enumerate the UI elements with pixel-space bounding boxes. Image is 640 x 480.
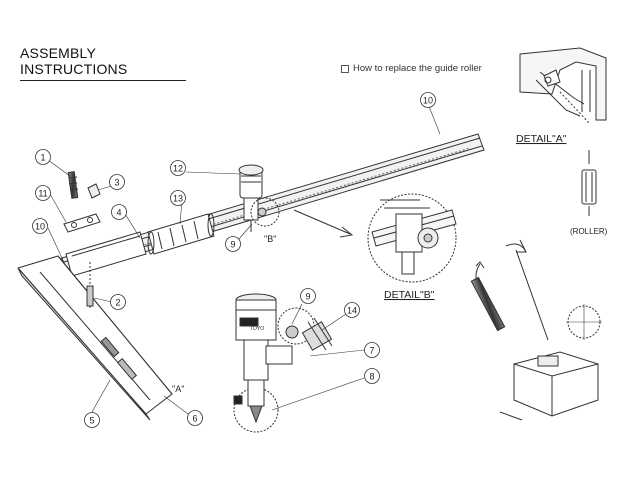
callout-3: 3 <box>109 174 125 190</box>
cutter-head-small <box>238 164 280 232</box>
checkbox-square-icon <box>341 64 349 73</box>
detail-a-drawing <box>519 47 607 125</box>
detail-a-label: DETAIL"A" <box>516 133 567 145</box>
svg-text:11: 11 <box>38 189 47 199</box>
screw-1 <box>67 171 79 199</box>
svg-text:10: 10 <box>35 222 45 232</box>
svg-text:3: 3 <box>114 178 119 188</box>
roller-replacement-steps <box>470 239 602 421</box>
guide-ruler <box>17 255 173 421</box>
callout-9-bottom: 9 <box>300 288 316 304</box>
svg-text:7: 7 <box>369 346 374 356</box>
callout-14: 14 <box>344 302 360 318</box>
grip-sleeve <box>147 213 215 255</box>
svg-text:4: 4 <box>116 208 121 218</box>
callout-10-top: 10 <box>420 92 436 108</box>
ref-b-label: "B" <box>264 234 276 244</box>
callout-2: 2 <box>110 294 126 310</box>
callout-7: 7 <box>364 342 380 358</box>
guide-roller-note-text: How to replace the guide roller <box>353 63 482 74</box>
callouts: 1 2 3 4 5 6 7 8 9 9 10 10 11 12 13 14 <box>32 92 436 428</box>
brand-mark: TOYO <box>250 326 264 332</box>
guide-roller-note: How to replace the guide roller <box>341 63 482 74</box>
callout-5: 5 <box>84 412 100 428</box>
detail-b-arrow <box>293 209 354 238</box>
callout-8: 8 <box>364 368 380 384</box>
svg-text:9: 9 <box>305 292 310 302</box>
nut-3 <box>87 183 101 199</box>
svg-text:1: 1 <box>40 153 45 163</box>
detail-b-drawing <box>367 193 457 283</box>
svg-text:8: 8 <box>369 372 374 382</box>
callout-13: 13 <box>170 190 186 206</box>
callout-10-left: 10 <box>32 218 48 234</box>
svg-text:14: 14 <box>347 306 357 316</box>
svg-text:9: 9 <box>230 240 235 250</box>
page-title: ASSEMBLY INSTRUCTIONS <box>20 45 186 81</box>
detail-b-label: DETAIL"B" <box>384 289 435 301</box>
pin-2 <box>86 262 94 310</box>
svg-text:5: 5 <box>89 416 94 426</box>
slider-block <box>65 231 147 277</box>
svg-text:12: 12 <box>173 164 183 174</box>
callout-9-top: 9 <box>225 236 241 252</box>
roller-label: (ROLLER) <box>570 227 608 236</box>
callout-6: 6 <box>187 410 203 426</box>
callout-4: 4 <box>111 204 127 220</box>
svg-text:6: 6 <box>192 414 197 424</box>
callout-1: 1 <box>35 149 51 165</box>
svg-text:2: 2 <box>115 298 120 308</box>
cutter-head-large <box>233 293 333 433</box>
svg-text:10: 10 <box>423 96 433 106</box>
washer-plate-11 <box>63 213 101 233</box>
diagram-labels: DETAIL"A" DETAIL"B" (ROLLER) "A" "B" TOY… <box>172 133 608 394</box>
svg-text:13: 13 <box>173 194 183 204</box>
roller-drawing <box>581 150 597 216</box>
ref-a-label: "A" <box>172 384 184 394</box>
callout-11: 11 <box>35 185 51 201</box>
callout-12: 12 <box>170 160 186 176</box>
leader-lines <box>47 103 441 415</box>
